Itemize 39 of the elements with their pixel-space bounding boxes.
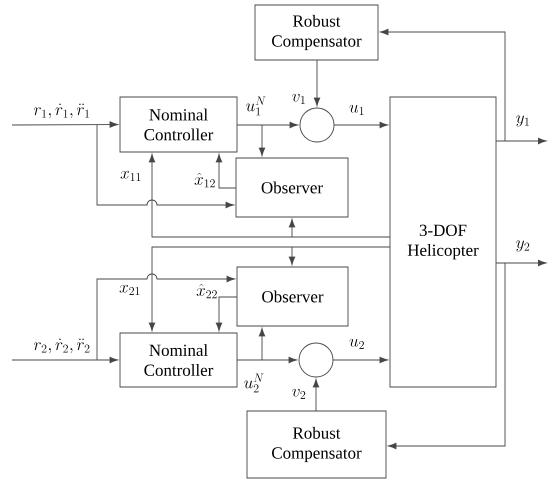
controller-box: Nominal Controller [120, 96, 238, 152]
arrow [12, 356, 118, 364]
compensator-box: Robust Compensator [254, 4, 378, 60]
arrow [334, 122, 388, 128]
arrow [96, 274, 236, 360]
controller-box: Nominal Controller [120, 332, 238, 388]
summing-junction [298, 342, 334, 378]
arrow [380, 28, 506, 142]
edge-label: $y_1$ [516, 115, 529, 127]
arrow [216, 154, 236, 188]
edge-label: $u_2^N$ [244, 374, 264, 392]
arrow [388, 262, 506, 450]
edge-label: $\hat{x}_{22}$ [196, 284, 217, 298]
arrow [288, 218, 390, 238]
plant-box: 3-DOF Helicopter [390, 96, 496, 388]
edge-label: $u_1^N$ [246, 96, 266, 116]
arrow [96, 124, 234, 208]
observer-box: Observer [236, 158, 348, 218]
arrow [237, 328, 266, 360]
edge-label: $\hat{x}_{12}$ [194, 172, 215, 188]
edge-label: $r_1,\dot{r}_1,\ddot{r}_1$ [34, 104, 90, 118]
edge-label: $u_2$ [350, 338, 364, 349]
arrow [237, 124, 266, 156]
edge-label: $y_2$ [516, 240, 530, 252]
arrow [288, 246, 390, 266]
summing-junction [300, 108, 334, 142]
edge-label: $x_{21}$ [120, 284, 140, 295]
edge-label: $u_1$ [350, 104, 364, 115]
edge-label: $v_2$ [292, 388, 306, 399]
edge-label: $v_1$ [292, 94, 305, 104]
arrow [12, 121, 118, 128]
arrow [312, 378, 320, 411]
arrow [333, 356, 388, 364]
compensator-box: Robust Compensator [246, 410, 386, 478]
arrow [314, 60, 320, 106]
observer-box: Observer [236, 266, 348, 326]
edge-label: $x_{11}$ [120, 170, 140, 181]
arrow [216, 296, 237, 332]
edge-label: $r_2,\dot{r}_2,\ddot{r}_2$ [34, 338, 90, 354]
